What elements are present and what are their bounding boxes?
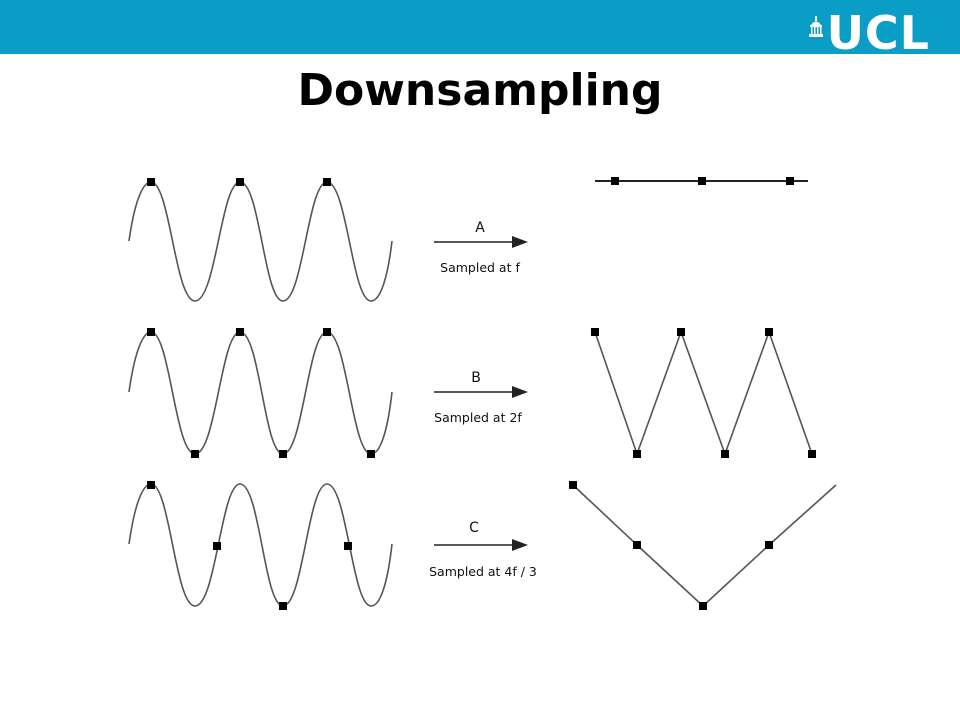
arrow-c xyxy=(434,539,528,551)
sample-marker xyxy=(236,178,244,186)
result-marker xyxy=(677,328,685,336)
sample-marker xyxy=(147,481,155,489)
sine-wave-c xyxy=(128,483,393,607)
result-marker xyxy=(569,481,577,489)
sine-wave-b xyxy=(128,331,393,455)
result-marker xyxy=(765,541,773,549)
result-c xyxy=(569,481,837,610)
result-a xyxy=(595,177,808,185)
result-marker xyxy=(699,602,707,610)
header-bar xyxy=(0,0,960,54)
sample-markers-c xyxy=(147,481,352,610)
logo-text: UCL xyxy=(826,6,930,60)
sine-wave-a xyxy=(128,181,393,302)
sample-marker xyxy=(323,178,331,186)
page-title: Downsampling xyxy=(297,65,663,116)
arrow-label-a: A xyxy=(475,220,485,236)
sample-marker xyxy=(147,328,155,336)
sample-marker xyxy=(236,328,244,336)
sample-marker xyxy=(367,450,375,458)
arrow-label-c: C xyxy=(469,520,479,536)
sample-marker xyxy=(191,450,199,458)
sample-markers-a xyxy=(147,178,331,186)
sample-marker xyxy=(279,602,287,610)
sample-markers-b xyxy=(147,328,375,458)
result-marker xyxy=(808,450,816,458)
sample-marker xyxy=(147,178,155,186)
arrow-caption-b: Sampled at 2f xyxy=(434,410,522,425)
sample-marker xyxy=(344,542,352,550)
sample-marker xyxy=(213,542,221,550)
arrow-b xyxy=(434,386,528,398)
sample-marker xyxy=(323,328,331,336)
sample-marker xyxy=(279,450,287,458)
result-marker xyxy=(786,177,794,185)
ucl-logo: UCL xyxy=(808,6,930,60)
result-marker xyxy=(633,450,641,458)
result-marker xyxy=(765,328,773,336)
arrow-a xyxy=(434,236,528,248)
result-marker xyxy=(721,450,729,458)
arrow-label-b: B xyxy=(471,370,481,386)
result-marker xyxy=(698,177,706,185)
result-marker xyxy=(611,177,619,185)
portico-icon xyxy=(808,16,823,37)
result-b xyxy=(591,328,816,458)
arrow-caption-c: Sampled at 4f / 3 xyxy=(429,564,537,579)
arrow-caption-a: Sampled at f xyxy=(440,260,520,275)
result-marker xyxy=(591,328,599,336)
result-marker xyxy=(633,541,641,549)
